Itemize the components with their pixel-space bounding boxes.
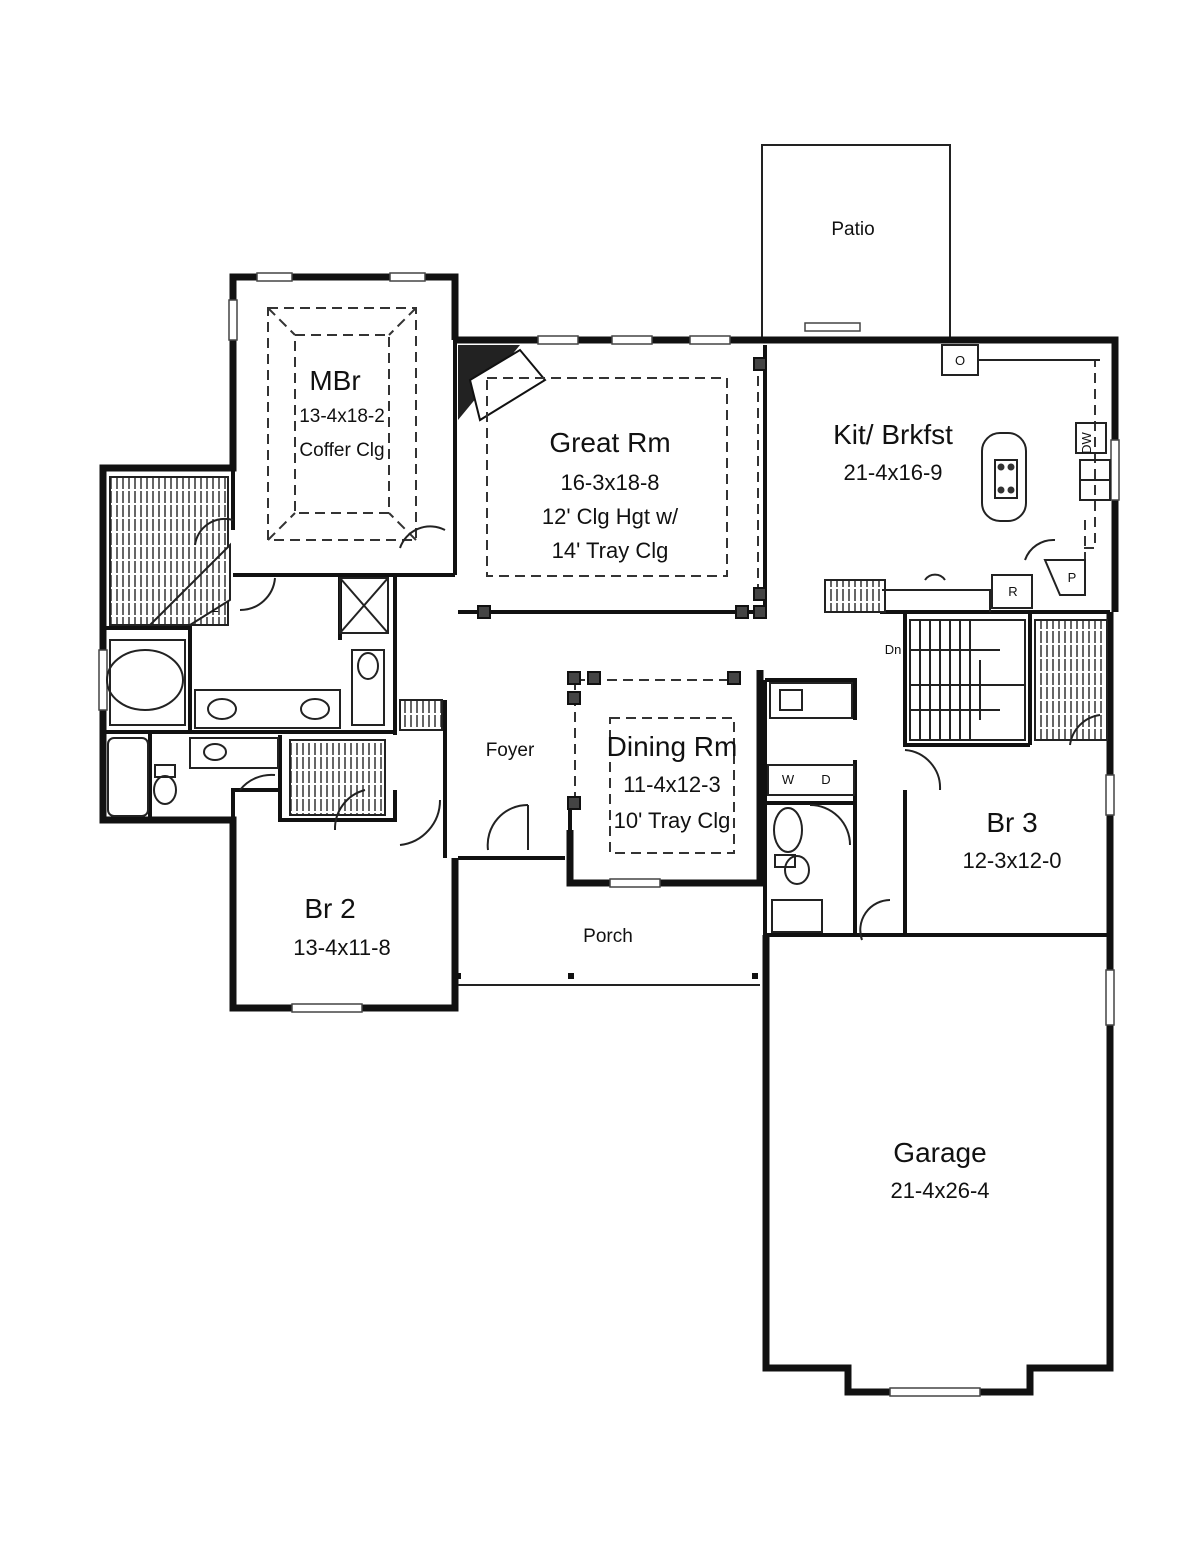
garage-name: Garage [893,1137,986,1168]
great-rm-size: 16-3x18-8 [560,470,659,495]
doors [194,517,1101,941]
pantry-label: P [1068,570,1077,585]
kitchen-fixtures [767,344,1111,933]
patio [761,144,951,340]
great-rm-name: Great Rm [549,427,670,458]
great-rm-note-2: 14' Tray Clg [552,538,669,563]
kit-size: 21-4x16-9 [843,460,942,485]
great-rm-note-1: 12' Clg Hgt w/ [542,504,679,529]
dishwasher-label: DW [1079,431,1094,453]
mbr-name: MBr [309,365,360,396]
br3-size: 12-3x12-0 [962,848,1061,873]
br2-size: 13-4x11-8 [293,935,390,960]
fireplace [458,345,547,422]
br3-name: Br 3 [986,807,1037,838]
dining-note: 10' Tray Clg [614,808,731,833]
bath-fixtures [106,639,385,817]
dining-name: Dining Rm [607,731,738,762]
kit-name: Kit/ Brkfst [833,419,953,450]
fixture-labels: O DW R P W D Dn L [211,353,1094,787]
porch-label: Porch [583,926,633,947]
linen-label: L [211,600,218,615]
closets [109,476,1108,816]
dining-size: 11-4x12-3 [623,772,720,797]
refrigerator-label: R [1008,584,1017,599]
mbr-size: 13-4x18-2 [299,406,385,427]
stairs [909,619,1026,741]
mbr-note: Coffer Clg [299,440,384,461]
patio-label: Patio [831,219,874,240]
foyer-label: Foyer [486,740,535,761]
room-labels: Patio MBr 13-4x18-2 Coffer Clg Great Rm … [293,219,1061,1203]
windows [98,272,1120,1397]
garage-size: 21-4x26-4 [890,1178,989,1203]
stairs-down-label: Dn [885,642,902,657]
columns [455,357,767,979]
br2-name: Br 2 [304,893,355,924]
oven-label: O [955,353,965,368]
dryer-label: D [821,772,830,787]
interior-walls [103,340,1110,937]
washer-label: W [782,772,795,787]
